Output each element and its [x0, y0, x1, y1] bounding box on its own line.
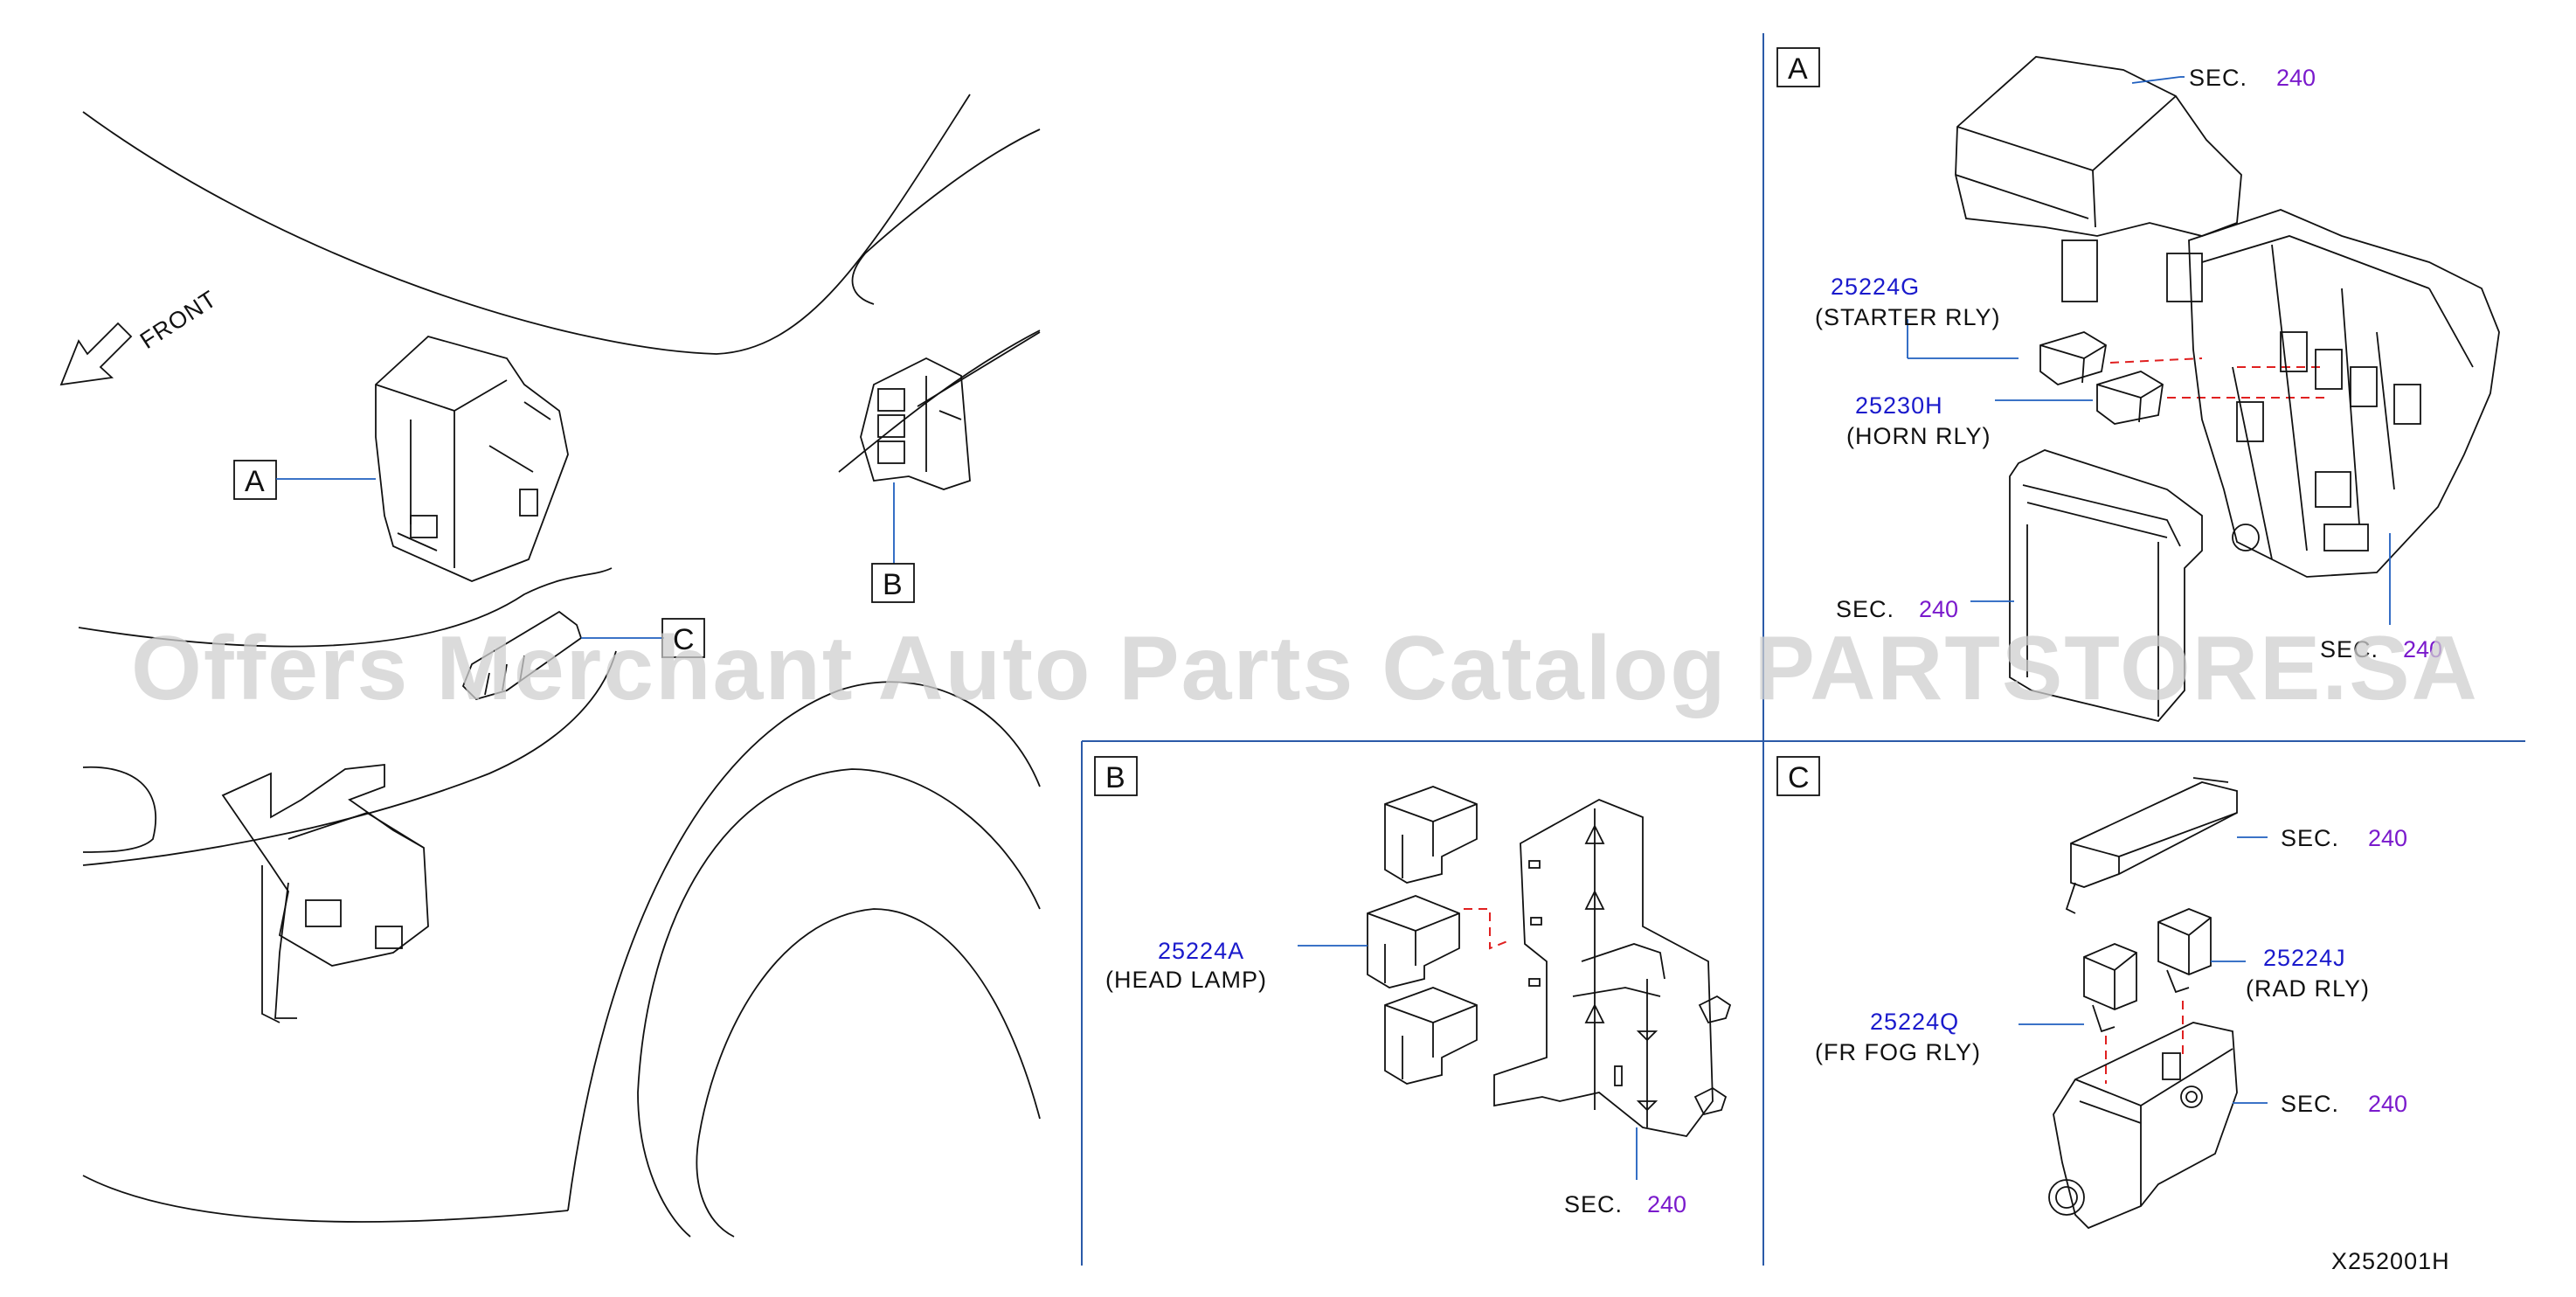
panel-a-sec-right-number: 240: [2403, 636, 2442, 662]
starter-relay: [2039, 331, 2107, 385]
panel-b-sec-bottom-number: 240: [1647, 1191, 1686, 1217]
horn-relay-name: (HORN RLY): [1846, 423, 1991, 449]
head-lamp-name: (HEAD LAMP): [1105, 967, 1267, 993]
watermark: Offers Merchant Auto Parts Catalog PARTS…: [131, 618, 2479, 719]
head-lamp-part-number: 25224A: [1158, 938, 1244, 964]
panel-a-sec-top-number: 240: [2276, 65, 2316, 91]
panel-a-sec-top-label: SEC.: [2189, 65, 2247, 91]
overview-fuse-box-a: [375, 335, 569, 582]
overview-label-c: C: [673, 623, 695, 656]
overview-label-b: B: [883, 568, 903, 601]
fog-relay-part-number: 25224Q: [1870, 1009, 1959, 1035]
fog-relay: [2083, 943, 2137, 1033]
fuse-box-main-block: [2188, 209, 2500, 578]
panel-a-sec-left-label: SEC.: [1836, 596, 1894, 622]
panel-c-sec-top-number: 240: [2368, 825, 2407, 851]
overview-component-c: [461, 610, 583, 701]
relay-box: [2048, 1022, 2238, 1230]
horn-relay-part-number: 25230H: [1855, 392, 1943, 419]
panel-c-tag: C: [1788, 761, 1810, 794]
starter-relay-name: (STARTER RLY): [1815, 304, 2001, 330]
head-lamp-relay-top: [1384, 786, 1478, 884]
starter-relay-part-number: 25224G: [1831, 274, 1920, 300]
rad-relay-name: (RAD RLY): [2246, 975, 2370, 1002]
panel-b: B 25224A (: [1094, 756, 1732, 1217]
fog-relay-name: (FR FOG RLY): [1815, 1039, 1981, 1065]
panel-a-sec-left-number: 240: [1919, 596, 1958, 622]
overview-label-a: A: [245, 465, 265, 498]
control-module: [2009, 449, 2203, 723]
horn-relay: [2096, 371, 2164, 425]
fuse-box-cover: [1955, 56, 2242, 302]
head-lamp-relay-middle: [1367, 895, 1460, 988]
overview-lower-module: [221, 763, 429, 1023]
panel-dividers: [1081, 33, 2525, 1266]
panel-c: C SEC. 240 25224J (: [1776, 756, 2407, 1230]
panel-c-sec-top-label: SEC.: [2281, 825, 2339, 851]
panel-a-sec-right-label: SEC.: [2320, 636, 2379, 662]
front-label: FRONT: [135, 286, 222, 355]
panel-c-sec-bottom-label: SEC.: [2281, 1091, 2339, 1117]
front-arrow-icon: [59, 322, 133, 386]
rad-relay-part-number: 25224J: [2263, 945, 2346, 971]
diagram-code: X252001H: [2331, 1248, 2450, 1274]
panel-b-sec-bottom-label: SEC.: [1564, 1191, 1623, 1217]
relay-bracket: [1493, 799, 1732, 1137]
relay-box-cover: [2065, 777, 2238, 914]
overview-relay-bracket-b: [860, 331, 1041, 490]
head-lamp-relay-bottom: [1384, 987, 1478, 1085]
panel-b-tag: B: [1105, 761, 1125, 794]
panel-a-tag: A: [1788, 52, 1808, 86]
panel-a: A SEC. 240: [1776, 47, 2500, 723]
panel-c-sec-bottom-number: 240: [2368, 1091, 2407, 1117]
rad-relay: [2157, 908, 2212, 994]
